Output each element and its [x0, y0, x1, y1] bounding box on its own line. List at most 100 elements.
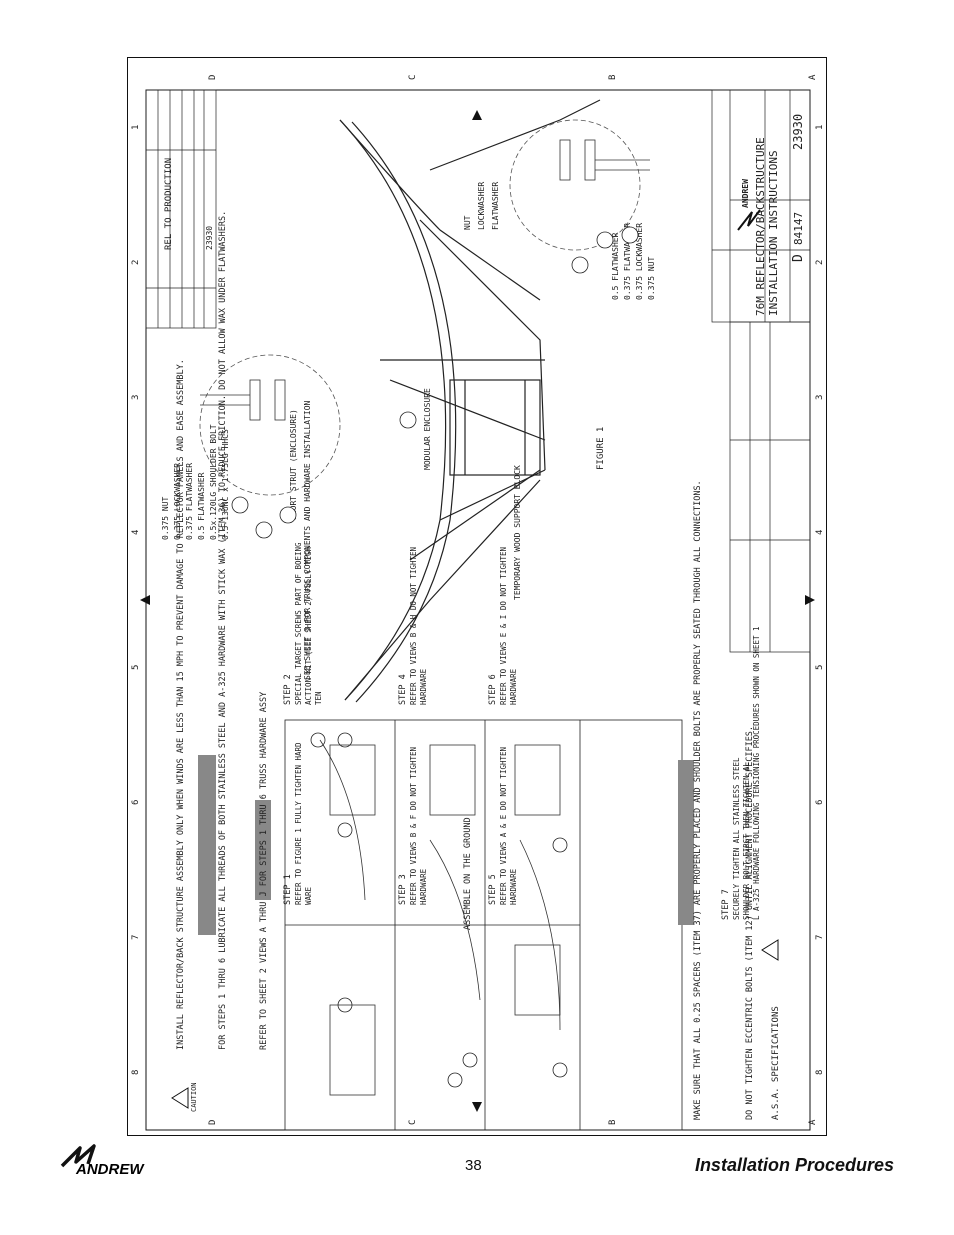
step-text-cont: ACTION KIT (SEE SHEET 2) FULLY TIGH: [304, 546, 313, 705]
zone-letter-bottom: D: [208, 1120, 218, 1125]
zone-number-left: 7: [131, 935, 141, 940]
zone-number-left: 8: [131, 1070, 141, 1075]
code-ident: 84147: [792, 212, 805, 245]
zone-letter-top: B: [608, 75, 618, 80]
callout-wood-support: TEMPORARY WOOD SUPPORT BLOCK: [513, 465, 522, 600]
page-number: 38: [465, 1157, 482, 1174]
hardware-label-right: FLATWASHER: [491, 182, 500, 230]
section-title: Installation Procedures: [694, 1155, 894, 1175]
note-1: FOR STEPS 1 THRU 6 LUBRICATE ALL THREADS…: [218, 211, 228, 1050]
brand-name: ANDREW: [75, 1161, 145, 1178]
hardware-label-right: 0.5 FLATWASHER: [611, 232, 620, 300]
zone-number-right: 8: [815, 1070, 825, 1075]
zone-letter-bottom: A: [808, 1119, 818, 1125]
note-banner-1: [198, 755, 216, 935]
step-text-cont: HARDWARE: [509, 868, 518, 905]
reflector-backstructure: [339, 99, 601, 703]
drawing-number: 23930: [791, 114, 805, 150]
zone-number-right: 7: [815, 935, 825, 940]
drawing-sheet: [127, 57, 827, 1136]
step-label: STEP 6: [488, 674, 498, 705]
hardware-label-right: LOCKWASHER: [477, 182, 486, 230]
hardware-label-right: 0.375 NUT: [647, 256, 656, 300]
title-block: [711, 89, 811, 653]
hardware-label-left: 0.375 NUT: [161, 496, 170, 540]
notes-region: [284, 719, 683, 1131]
assemble-note: ASSEMBLE ON THE GROUND: [463, 817, 473, 930]
step-text-cont: L A-325 HARDWARE FOLLOWING TENSIONING PR…: [752, 627, 761, 921]
step-text: REFER TO VIEWS B & H DO NOT TIGHTEN: [409, 547, 418, 705]
step-label: STEP 5: [488, 874, 498, 905]
zone-number-right: 3: [815, 395, 825, 400]
zone-number-right: 4: [815, 530, 825, 535]
eccentric-note: DO NOT TIGHTEN ECCENTRIC BOLTS (ITEM 12)…: [745, 726, 755, 1120]
andrew-logo-mark: ANDREW: [737, 179, 761, 231]
step-sketches: [319, 739, 561, 1096]
note-2: REFER TO SHEET 2 VIEWS A THRU J FOR STEP…: [259, 692, 269, 1050]
step-text: REFER TO FIGURE 1 FULLY TIGHTEN HARD: [294, 742, 303, 905]
item-balloons: [231, 226, 639, 1088]
zone-letter-bottom: C: [408, 1120, 418, 1125]
zone-number-left: 6: [131, 800, 141, 805]
step-text-cont: HARDWARE: [419, 668, 428, 705]
step-label: STEP 7: [721, 889, 731, 920]
step-label: STEP 2: [283, 674, 293, 705]
callout-short-strut: SHORT STRUT (ENCLOSURE): [289, 409, 298, 520]
drawing-title-line2: INSTALLATION INSTRUCTIONS: [767, 150, 780, 316]
step-text-cont: HARDWARE: [509, 668, 518, 705]
zone-number-left: 5: [131, 665, 141, 670]
zone-letter-bottom: B: [608, 1120, 618, 1125]
zone-number-right: 6: [815, 800, 825, 805]
zone-number-left: 2: [131, 260, 141, 265]
hardware-label-left: 0.375 LOCKWASHER: [173, 463, 182, 540]
hardware-label-left: 0.5x.120LG SHOULDER BOLT: [209, 424, 218, 540]
step-text-cont: SHOULDER BOLT FIRST THEN TIGHTEN AL: [742, 761, 751, 920]
spec-label: A.S.A. SPECIFICATIONS: [771, 1006, 781, 1120]
step-text: REFER TO VIEWS B & F DO NOT TIGHTEN: [409, 747, 418, 905]
caution-icon: CAUTION: [171, 1082, 198, 1112]
hardware-label-right: 0.375 FLATWASHER: [623, 223, 632, 300]
zone-number-left: 1: [131, 125, 141, 130]
revision-block: [145, 89, 217, 329]
note-banner-2: [255, 800, 271, 900]
zone-letter-top: A: [808, 74, 818, 80]
svg-text:CAUTION: CAUTION: [190, 1082, 198, 1112]
zone-number-right: 1: [815, 125, 825, 130]
andrew-logo: ANDREW: [58, 1144, 178, 1178]
step-label: STEP 3: [398, 874, 408, 905]
step-label: STEP 4: [398, 674, 408, 705]
hardware-label-right: NUT: [463, 215, 472, 230]
step-label: STEP 1: [283, 874, 293, 905]
step-text: REFER TO VIEWS A & E DO NOT TIGHTEN: [499, 747, 508, 905]
callout-see-sheet-3: SEE SHEET 3 FOR TRUSS COMPONENTS AND HAR…: [303, 400, 312, 680]
size-code: D: [791, 254, 806, 262]
caution-icon-2: [761, 939, 779, 961]
step-text: SPECIAL TARGET SCREWS PART OF BOEING: [294, 542, 303, 705]
hardware-label-left: 0.375 FLATWASHER: [185, 463, 194, 540]
zone-number-left: 4: [131, 530, 141, 535]
hardware-label-left: 0.5 FLATWASHER: [197, 472, 206, 540]
step-text: SECURELY TIGHTEN ALL STAINLESS STEEL: [732, 757, 741, 920]
step-text-cont: TEN: [314, 691, 323, 705]
zone-letter-top: D: [208, 75, 218, 80]
revision-title: REL TO PRODUCTION: [164, 158, 174, 250]
zone-number-right: 5: [815, 665, 825, 670]
step-text-cont: HARDWARE: [419, 868, 428, 905]
step-text: REFER TO VIEWS E & I DO NOT TIGHTEN: [499, 547, 508, 705]
svg-text:ANDREW: ANDREW: [741, 179, 750, 208]
drawing-title-line1: 76M REFLECTOR/BACKSTRUCTURE: [754, 137, 767, 316]
spacer-note: MAKE SURE THAT ALL 0.25 SPACERS (ITEM 37…: [693, 480, 703, 1120]
install-note: INSTALL REFLECTOR/BACK STRUCTURE ASSEMBL…: [176, 359, 186, 1050]
hardware-label-left: 0.5-13UNC x 1.75LG HHCS: [221, 429, 230, 540]
note-banner-3: [678, 760, 694, 925]
callout-modular-enclosure: MODULAR ENCLOSURE: [423, 388, 432, 470]
zone-number-left: 3: [131, 395, 141, 400]
hardware-label-right: 0.375 LOCKWASHER: [635, 223, 644, 300]
figure-label: FIGURE 1: [596, 427, 606, 470]
